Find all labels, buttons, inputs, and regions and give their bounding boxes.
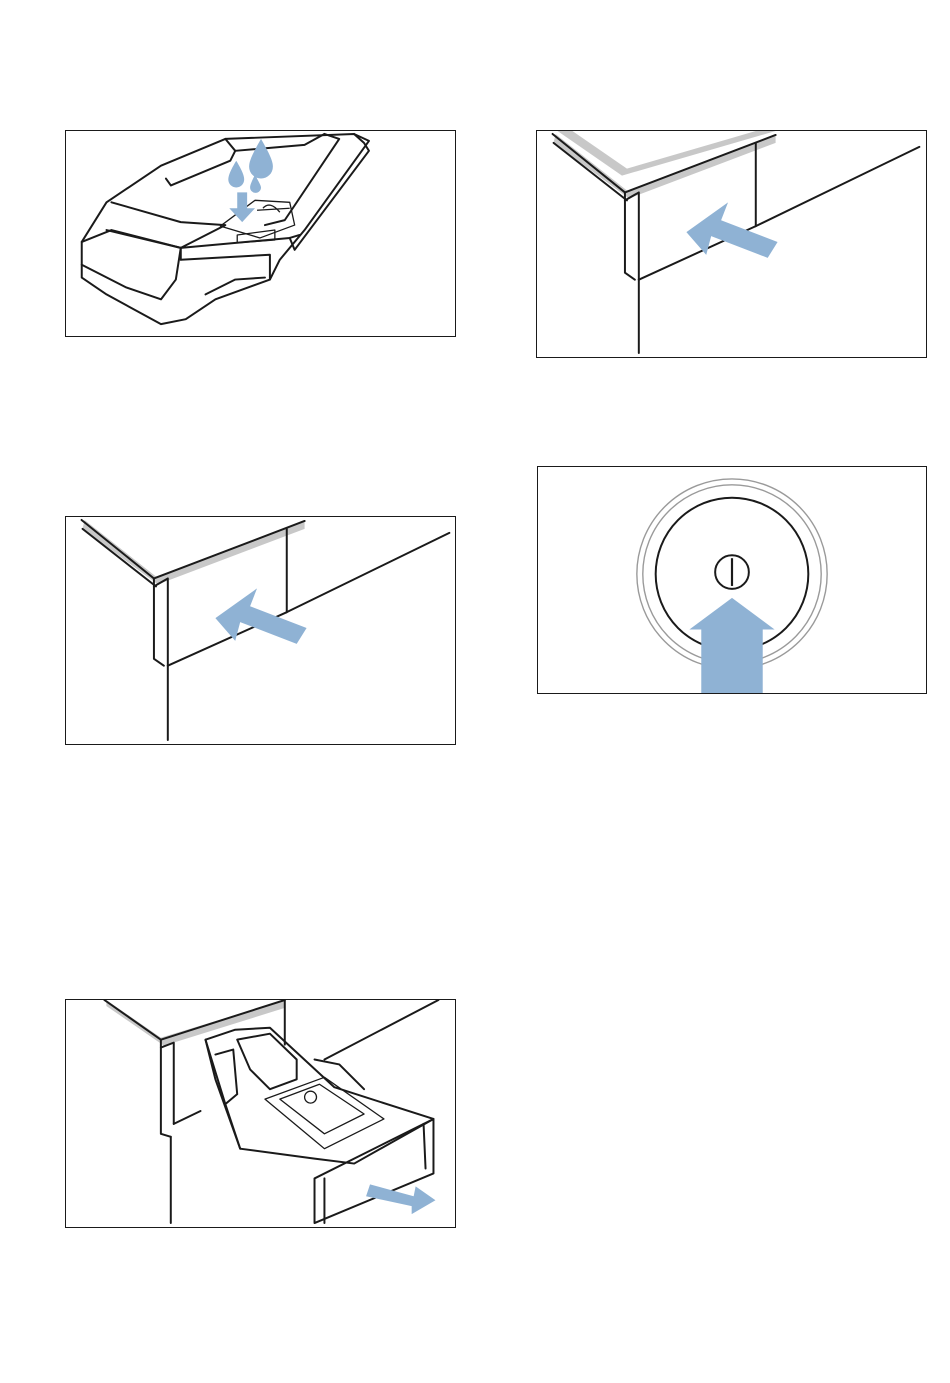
- arrow-push-in-icon: [686, 202, 777, 258]
- arrow-down-icon: [229, 192, 255, 222]
- drawer-push-arrow-icon: [537, 131, 926, 357]
- arrow-up-icon: [689, 598, 774, 693]
- arrow-pull-out-icon: [366, 1184, 435, 1214]
- power-symbol-icon: [715, 555, 749, 589]
- arrow-push-in-icon: [215, 588, 306, 644]
- drawer-push-arrow-icon: [66, 517, 455, 744]
- power-button-icon: [538, 467, 926, 693]
- water-drop-left-icon: [228, 161, 244, 188]
- figure-close-drawer-left: [65, 516, 456, 745]
- figure-close-drawer-right: [536, 130, 927, 358]
- drawer-pull-out-icon: [66, 1000, 455, 1227]
- figure-pull-out-drawer: [65, 999, 456, 1228]
- figure-power-button: [537, 466, 927, 694]
- drawer-water-drops-icon: [66, 131, 455, 336]
- figure-detergent-insert: [65, 130, 456, 337]
- water-drop-large-icon: [249, 139, 273, 179]
